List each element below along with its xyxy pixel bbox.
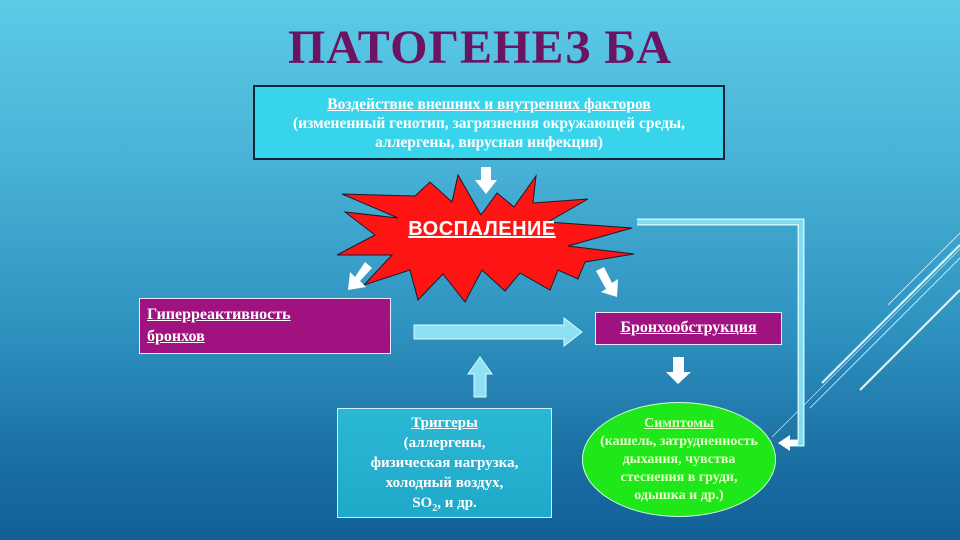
inflammation-label: ВОСПАЛЕНИЕ xyxy=(408,218,556,240)
factors-line-1: (измененный генотип, загрязнения окружаю… xyxy=(293,115,685,132)
factors-heading: Воздействие внешних и внутренних факторо… xyxy=(327,96,651,113)
arrow-up-icon xyxy=(467,356,493,398)
factors-box: Воздействие внешних и внутренних факторо… xyxy=(253,85,725,160)
bronchoobstruction-label: Бронхообструкция xyxy=(620,319,757,336)
symptoms-line-4: одышка и др.) xyxy=(634,488,724,503)
symptoms-heading: Симптомы xyxy=(644,416,714,431)
so2-subscript: 2 xyxy=(432,503,438,514)
so2-suffix: , и др. xyxy=(437,495,477,511)
triggers-box: Триггеры (аллергены, физическая нагрузка… xyxy=(337,408,552,518)
inflammation-burst-icon xyxy=(336,173,635,303)
factors-line-2: аллергены, вирусная инфекция) xyxy=(375,134,603,151)
arrow-down-right-icon xyxy=(596,267,618,297)
triggers-line-1: (аллергены, xyxy=(403,435,486,451)
symptoms-ellipse: Симптомы (кашель, затрудненность дыхания… xyxy=(582,402,776,517)
hyperreactivity-line-1: Гиперреактивность xyxy=(147,306,291,323)
hyperreactivity-box: Гиперреактивность бронхов xyxy=(139,298,391,354)
triggers-line-3: холодный воздух, xyxy=(385,475,504,491)
page-title: ПАТОГЕНЕЗ БА xyxy=(287,21,673,74)
triggers-line-4: SO2, и др. xyxy=(338,493,551,519)
triggers-line-2: физическая нагрузка, xyxy=(370,455,519,471)
arrow-down-icon xyxy=(666,357,691,384)
symptoms-line-3: стеснения в груди, xyxy=(620,470,738,485)
symptoms-line-1: (кашель, затрудненность xyxy=(600,434,758,449)
bronchoobstruction-box: Бронхообструкция xyxy=(595,312,782,345)
arrow-right-icon xyxy=(413,316,583,348)
arrow-left-icon xyxy=(778,435,798,451)
symptoms-line-2: дыхания, чувства xyxy=(622,452,736,467)
so2-prefix: SO xyxy=(412,495,433,511)
arrow-down-left-icon xyxy=(348,262,372,290)
hyperreactivity-line-2: бронхов xyxy=(147,328,205,345)
arrow-down-icon xyxy=(475,167,497,194)
triggers-heading: Триггеры xyxy=(411,415,478,431)
